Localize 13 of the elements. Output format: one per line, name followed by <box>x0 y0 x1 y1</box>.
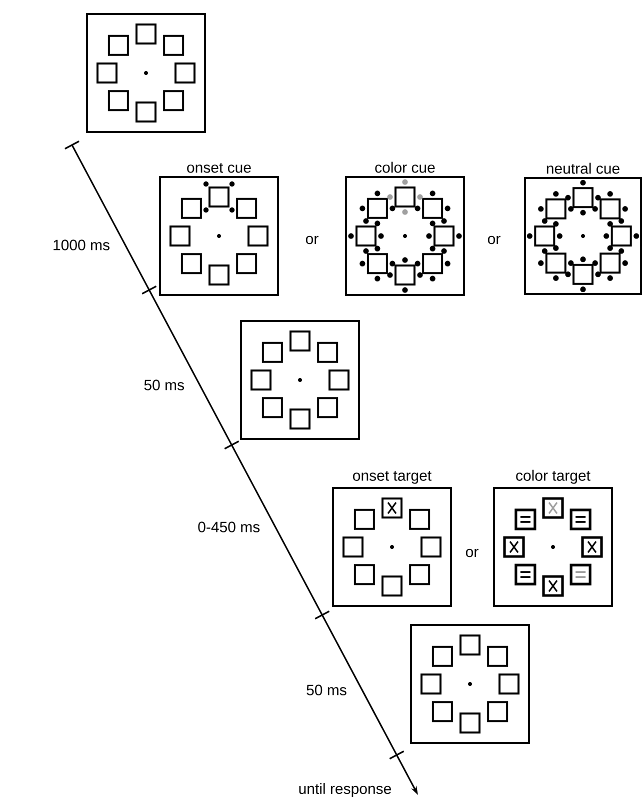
display-label: onset cue <box>187 162 251 173</box>
display-label: neutral cue <box>546 162 620 174</box>
display-label: color target <box>516 470 590 484</box>
duration-label: 0-450 ms <box>198 522 260 532</box>
display-label: onset target <box>353 471 432 484</box>
duration-label: 50 ms <box>144 380 184 390</box>
duration-label: 1000 ms <box>54 240 110 250</box>
or-label: or <box>488 236 500 244</box>
or-label: or <box>306 236 318 244</box>
display-label: color cue <box>375 162 435 173</box>
duration-label: 50 ms <box>306 684 346 696</box>
or-label: or <box>466 548 478 558</box>
response-label: until response <box>299 783 391 797</box>
